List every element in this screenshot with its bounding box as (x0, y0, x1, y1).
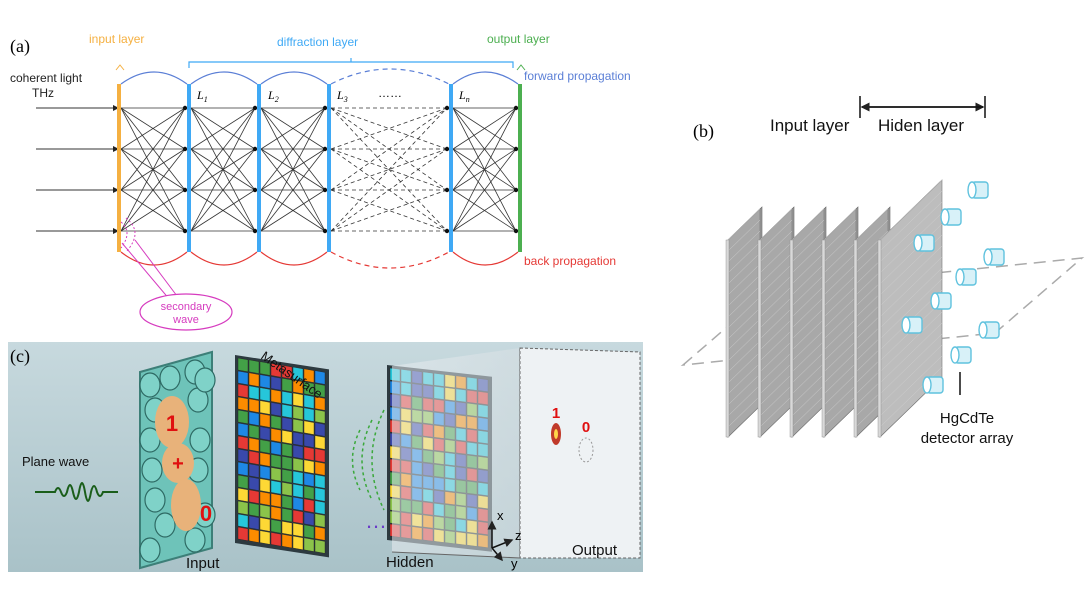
plane-wave-label: Plane wave (22, 454, 89, 469)
detector-label-line1: HgCdTe (940, 410, 994, 427)
output-digit-0: 0 (582, 419, 590, 436)
input-layer-bar (117, 84, 121, 252)
plane-wave-signal (35, 482, 118, 502)
layer-label-ln: Ln (458, 88, 470, 104)
digit-mask (155, 396, 201, 531)
panel-b-label: (b) (693, 121, 714, 142)
panel-c: (c) Plane wave 1 + 0 Metasurface … (8, 342, 643, 572)
output-digit-1: 1 (552, 405, 560, 422)
axis-x-label: x (497, 508, 504, 523)
output-label-c: Output (572, 542, 618, 559)
secondary-wave-bubble (139, 293, 233, 331)
input-label-c: Input (186, 555, 220, 572)
source-label-line2: THz (32, 86, 54, 100)
source-label-line1: coherent light (10, 71, 83, 85)
layer-bar-l3 (327, 84, 331, 252)
forward-arcs (120, 68, 519, 85)
axis-y-label: y (511, 556, 518, 571)
diffraction-layer-brace (188, 58, 514, 68)
incoming-rays (36, 105, 119, 234)
metasurface-1 (235, 355, 329, 558)
neural-connections (120, 105, 519, 234)
layer-bar-l2 (257, 84, 261, 252)
layer-label-l3: L3 (336, 88, 348, 104)
input-layer-label: input layer (89, 32, 144, 46)
coordinate-axes (487, 520, 514, 562)
output-layer-brace (516, 64, 526, 71)
detector-label-line2: detector array (921, 430, 1014, 447)
layer-plates (725, 179, 943, 438)
hidden-ellipsis: … (365, 508, 387, 533)
secondary-wave-line2: wave (172, 314, 199, 326)
panel-c-label: (c) (10, 346, 30, 367)
output-spot-0 (578, 437, 594, 463)
secondary-wave-line1: secondary (161, 301, 212, 313)
output-layer-label: output layer (487, 32, 550, 46)
panel-b: (b) Input layer Hiden layer HgCdTe detec… (680, 96, 1085, 447)
layer-label-ellipsis: …… (378, 86, 402, 100)
back-arcs (120, 251, 519, 269)
input-layer-brace (115, 64, 125, 71)
back-propagation-label: back propagation (524, 254, 616, 268)
panel-a: (a) input layer diffraction layer output… (10, 32, 631, 331)
panel-a-label: (a) (10, 36, 30, 57)
input-digit-0: 0 (200, 501, 212, 526)
output-layer-bar (518, 84, 522, 252)
wavefronts (351, 409, 385, 511)
input-digit-plus: + (172, 453, 184, 475)
hidden-label-c: Hidden (386, 554, 434, 571)
input-layer-label-b: Input layer (770, 116, 850, 135)
layer-bar-ln-1 (449, 84, 453, 252)
layer-label-l2: L2 (267, 88, 279, 104)
detector-array (901, 181, 1005, 394)
hidden-layer-label-b: Hiden layer (878, 116, 964, 135)
forward-propagation-label: forward propagation (524, 69, 631, 83)
secondary-wave: secondary wave (120, 217, 233, 331)
output-box (391, 347, 641, 559)
input-digit-1: 1 (166, 411, 178, 436)
axis-z-label: z (515, 528, 522, 543)
layer-bar-l1 (187, 84, 191, 252)
diffraction-layer-label: diffraction layer (277, 35, 358, 49)
layer-label-l1: L1 (196, 88, 208, 104)
